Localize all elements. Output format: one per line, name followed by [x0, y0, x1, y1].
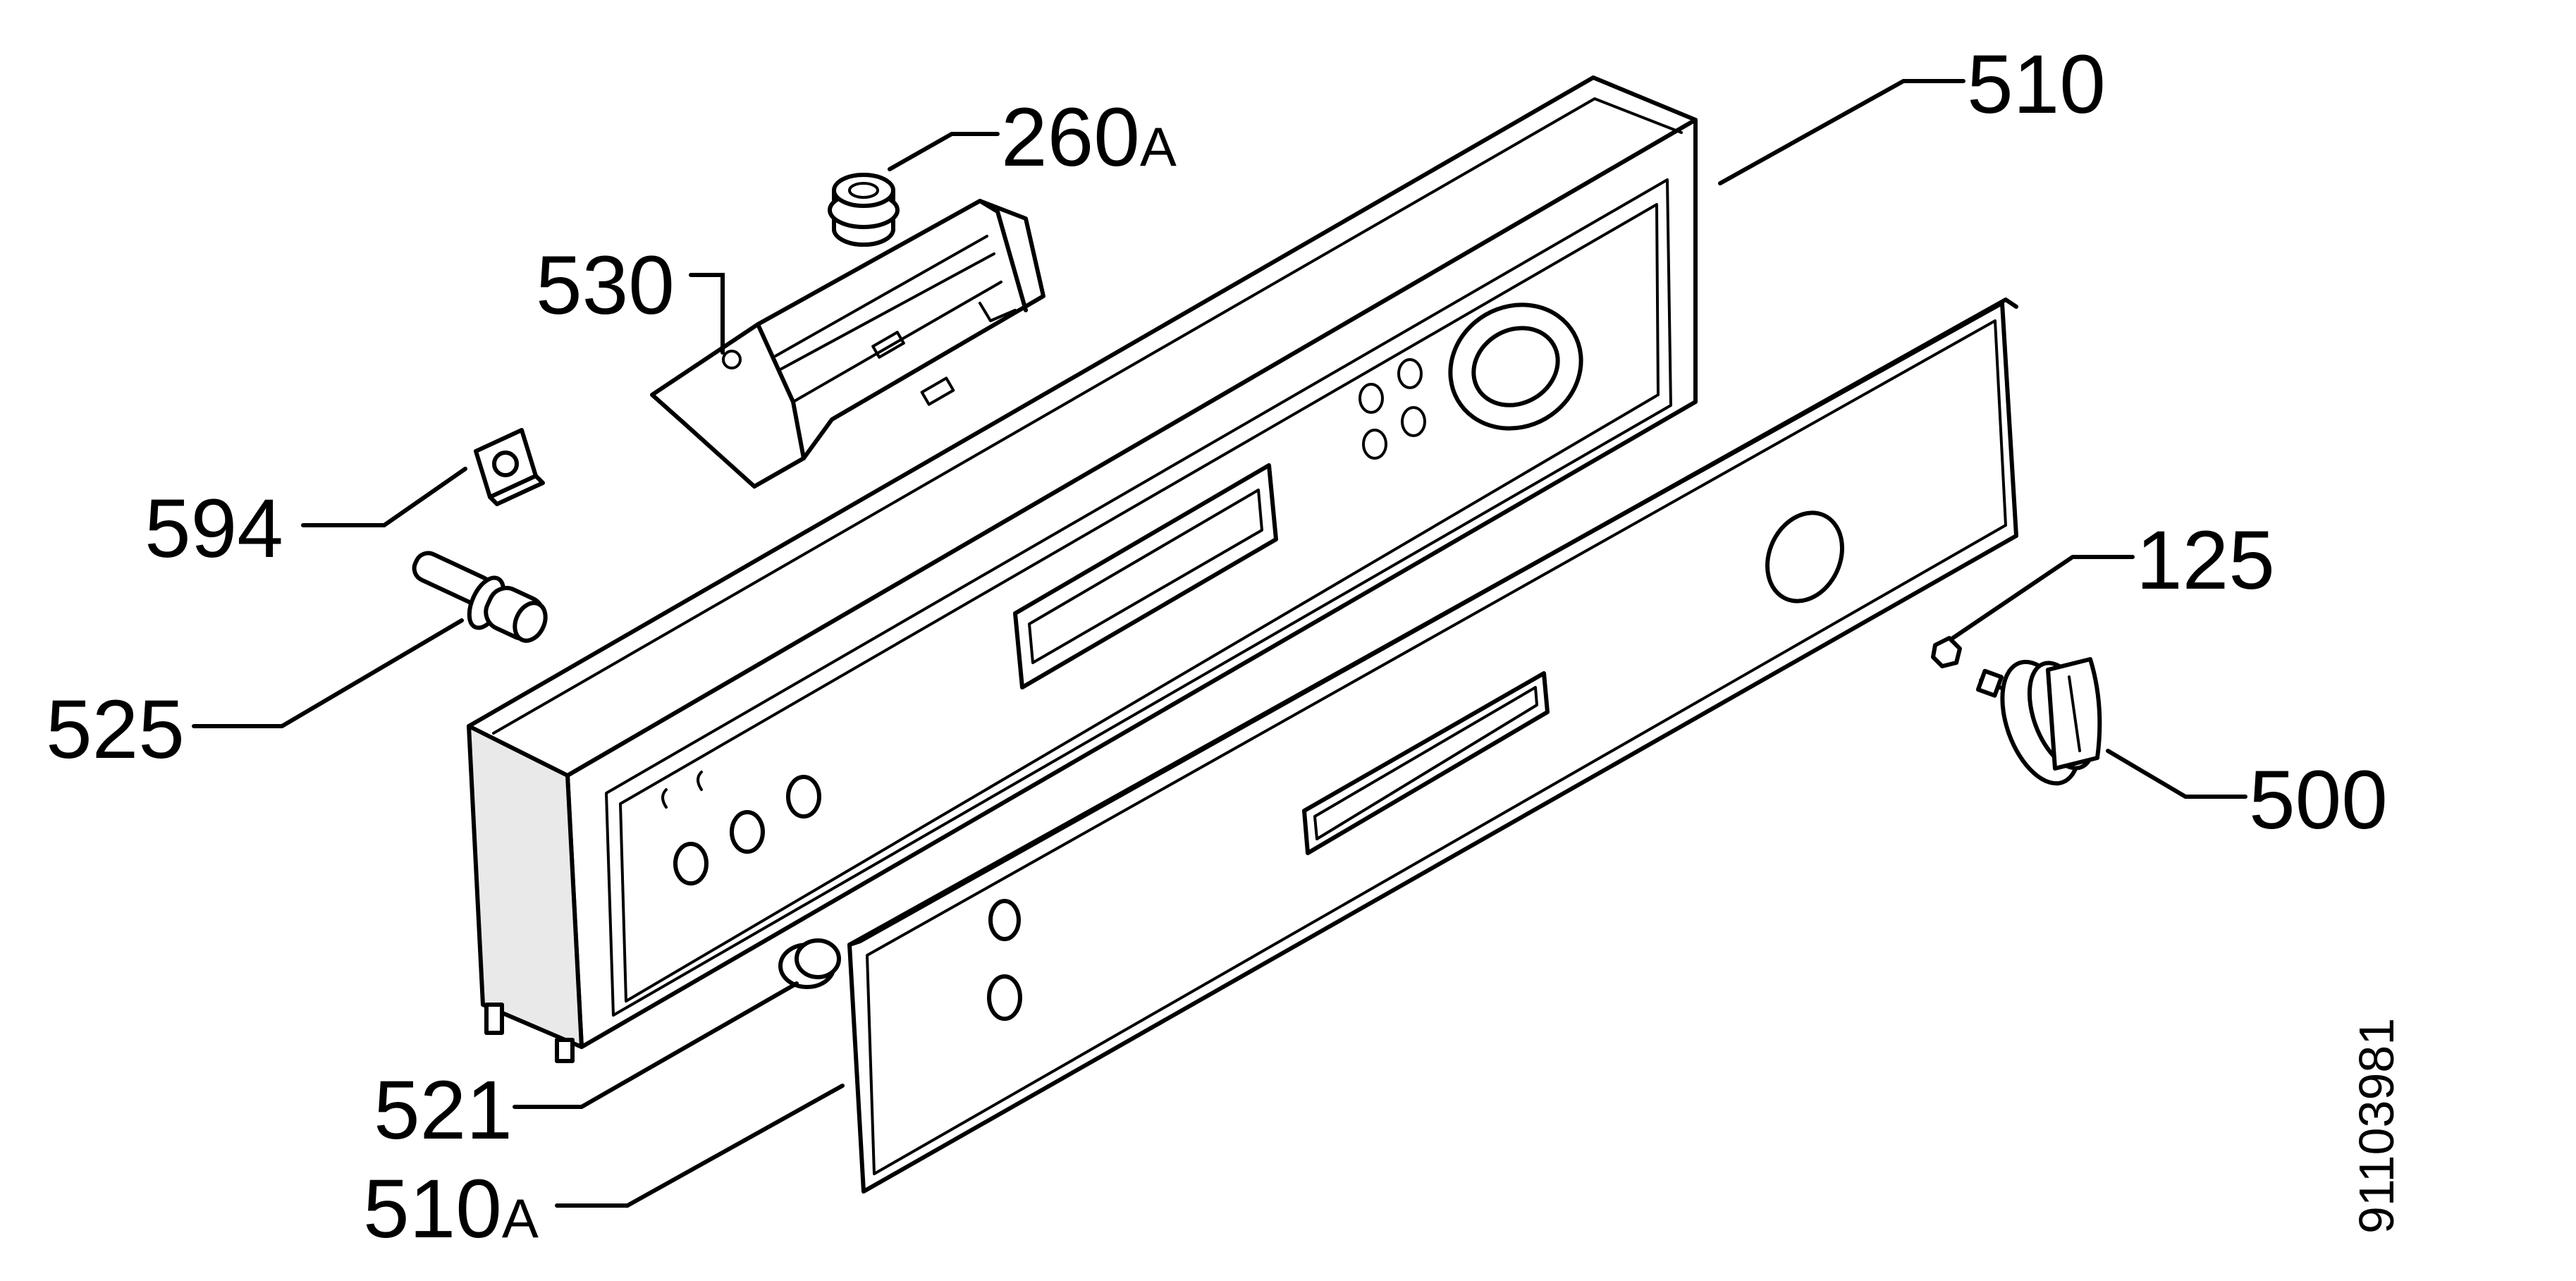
front-panel-plate-510A [847, 298, 2018, 1194]
label-525: 525 [46, 683, 185, 776]
label-260A: 260A [1001, 91, 1177, 184]
label-510A: 510A [363, 1163, 539, 1256]
bracket-530 [650, 199, 1045, 489]
label-125: 125 [2136, 514, 2275, 607]
small-nut-125 [1931, 636, 1962, 668]
grommet-260A [828, 173, 900, 247]
control-panel-housing-510 [467, 75, 1698, 1063]
label-594: 594 [145, 482, 283, 575]
screw-525 [412, 551, 548, 643]
label-521: 521 [374, 1064, 513, 1157]
label-530: 530 [536, 239, 675, 332]
part-labels: 510 260A 530 594 525 125 500 521 510A [46, 38, 2388, 1256]
square-nut-594 [474, 428, 545, 506]
button-cap-521 [778, 938, 841, 989]
label-500: 500 [2249, 754, 2388, 847]
drawing-number: 91103981 [2349, 1018, 2404, 1234]
leader-lines [192, 79, 2247, 1208]
knob-500 [1975, 657, 2102, 786]
label-510: 510 [1967, 38, 2106, 131]
